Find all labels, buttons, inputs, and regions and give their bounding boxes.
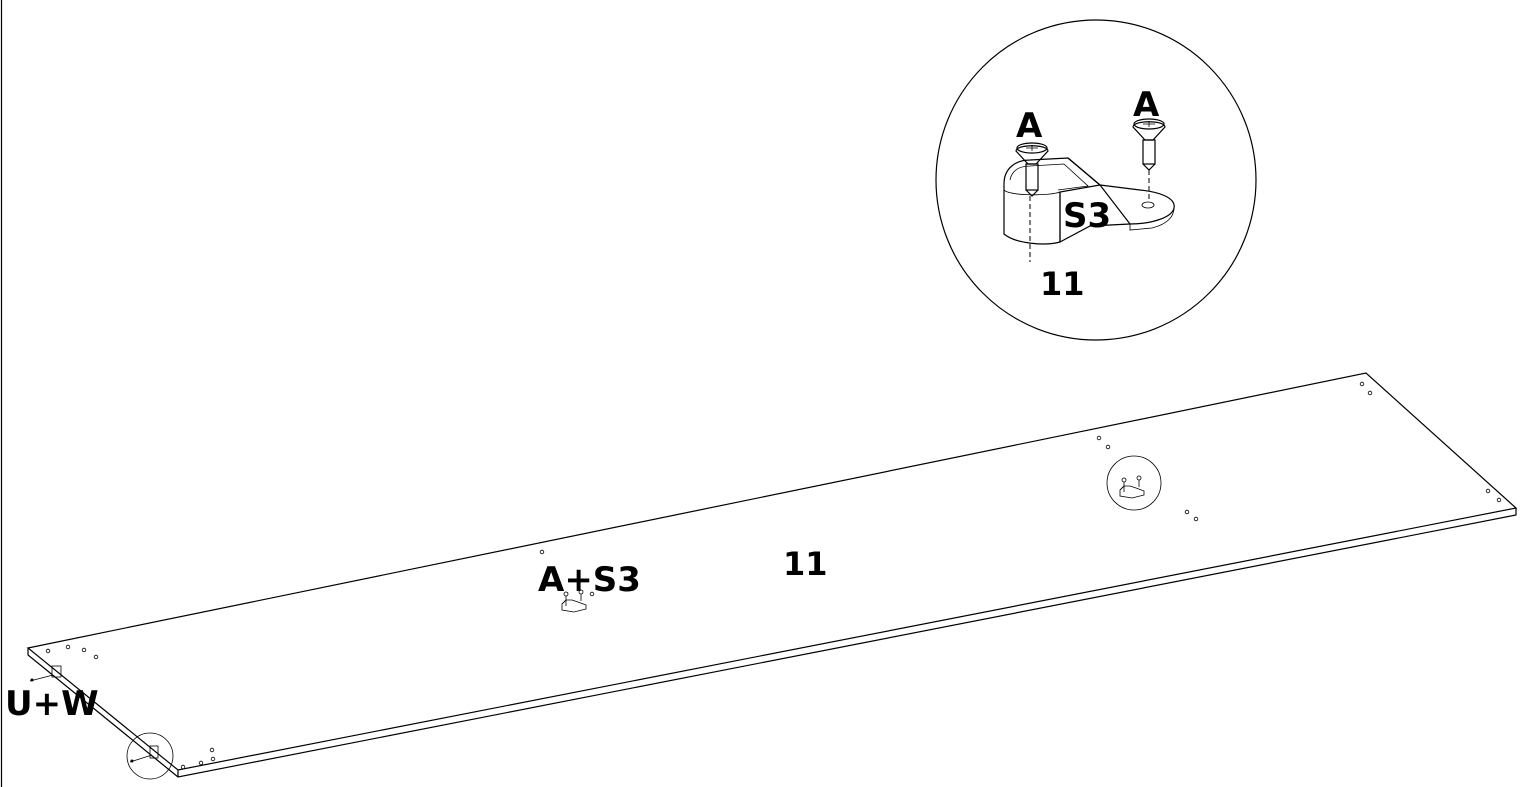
callout-a-s3: A+S3 xyxy=(538,560,641,600)
screw-a-left xyxy=(1015,142,1049,262)
small-detail-circle-right xyxy=(1106,455,1162,511)
label-detail-panel-11: 11 xyxy=(1040,265,1085,303)
panel-number-label: 11 xyxy=(783,545,828,583)
small-detail-circle-left xyxy=(27,654,179,780)
small-bracket-center xyxy=(561,589,595,613)
label-bracket-s3: S3 xyxy=(1063,196,1111,236)
label-screw-a-right: A xyxy=(1133,85,1160,125)
panel-edge xyxy=(27,508,1517,778)
callout-u-w: U+W xyxy=(5,684,99,724)
label-screw-a-left: A xyxy=(1016,106,1043,146)
detail-magnifier: A A S3 11 xyxy=(935,19,1257,341)
bracket-s3 xyxy=(1003,157,1175,245)
fitting-upper-left xyxy=(29,665,62,682)
panel-11 xyxy=(26,372,1518,780)
panel-holes xyxy=(45,381,1502,770)
detail-circle xyxy=(935,19,1257,341)
screw-a-right xyxy=(1132,118,1166,200)
panel-top-face xyxy=(26,372,1518,771)
